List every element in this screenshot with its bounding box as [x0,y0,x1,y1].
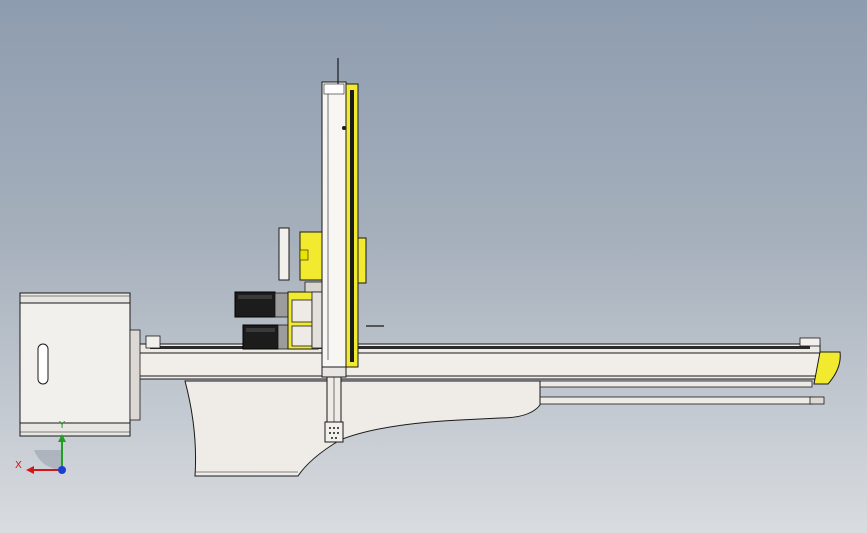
x-axis-label: X [15,460,22,471]
servo-motor-upper [234,291,290,318]
orientation-triad: X Y [15,420,66,474]
y-axis-label: Y [58,420,66,431]
support-leg [184,380,541,477]
servo-motor-lower [242,324,291,350]
vertical-column [321,58,384,443]
y-arrow-head [58,434,66,442]
x-arrow-head [26,466,34,474]
control-cabinet [19,292,141,437]
z-axis-dot [58,466,66,474]
carriage-block [287,281,325,350]
rail-end-cap-right [813,351,841,385]
